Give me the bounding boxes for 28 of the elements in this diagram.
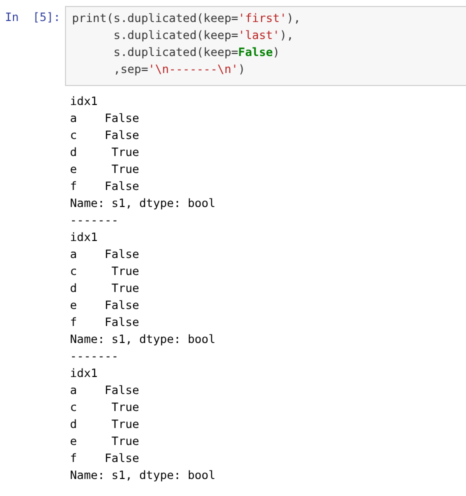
code-line: ,sep='\n-------\n') [112, 62, 246, 76]
output-line: idx1 [70, 94, 98, 108]
output-line: a False [70, 111, 140, 125]
input-prompt: In [5]: [5, 10, 60, 24]
output-line: Name: s1, dtype: bool [70, 332, 216, 346]
output-line: Name: s1, dtype: bool [70, 196, 216, 210]
code-line: s.duplicated(keep='last'), [112, 28, 294, 42]
output-line: e False [70, 298, 140, 312]
output-line: f False [70, 179, 140, 193]
output-line: d True [70, 417, 140, 431]
output-line: idx1 [70, 366, 98, 380]
output-line: d True [70, 281, 140, 295]
output-line: c False [70, 128, 140, 142]
output-line: Name: s1, dtype: bool [70, 468, 216, 482]
output-line: c True [70, 264, 140, 278]
output-line: e True [70, 434, 140, 448]
output-line: ------- [70, 349, 118, 363]
output-line: d True [70, 145, 140, 159]
output-line: f False [70, 315, 140, 329]
code-line: print(s.duplicated(keep='first'), [72, 11, 300, 25]
output-line: c True [70, 400, 140, 414]
output-line: a False [70, 247, 140, 261]
code-line: s.duplicated(keep=False) [112, 45, 280, 59]
output-line: ------- [70, 213, 118, 227]
output-line: idx1 [70, 230, 98, 244]
output-line: f False [70, 451, 140, 465]
output-line: e True [70, 162, 140, 176]
output-line: a False [70, 383, 140, 397]
